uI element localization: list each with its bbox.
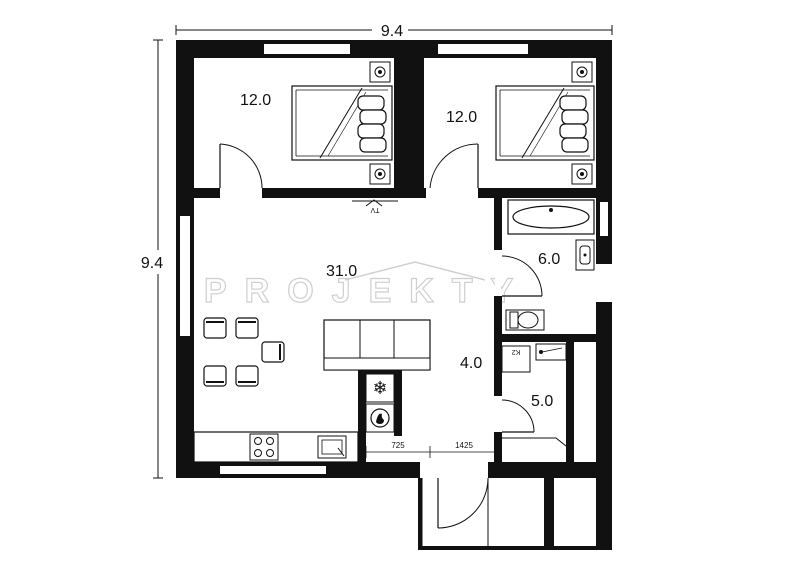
exterior-walls xyxy=(176,40,612,478)
boiler-label: K2 xyxy=(512,348,521,355)
dimension-left: 9.4 xyxy=(136,39,172,479)
bedroom-right: 12.0 xyxy=(429,61,595,189)
hall-area: 4.0 xyxy=(460,355,482,372)
utility-area: 5.0 xyxy=(531,393,553,410)
kitchen-counter xyxy=(193,431,359,463)
utility-room: K2 5.0 xyxy=(499,343,567,447)
living-area: 31.0 xyxy=(326,263,357,280)
svg-text:❄: ❄ xyxy=(372,378,387,399)
width-label: 9.4 xyxy=(381,23,403,40)
bedroom-left-area: 12.0 xyxy=(240,92,271,109)
fridge-icon: ❄ xyxy=(365,373,395,403)
watermark: PROJEKTY xyxy=(203,261,531,311)
tv-icon: TV xyxy=(352,199,398,213)
bedroom-right-area: 12.0 xyxy=(446,109,477,126)
sofa-icon xyxy=(323,319,431,371)
hall: 4.0 725 1425 xyxy=(365,355,502,458)
tv-label: TV xyxy=(370,206,379,213)
oven-icon xyxy=(365,403,395,433)
toilet-icon xyxy=(505,309,545,331)
bathroom: 6.0 xyxy=(495,199,595,331)
bathroom-area: 6.0 xyxy=(538,251,560,268)
height-label: 9.4 xyxy=(141,255,163,272)
living-room: 31.0 xyxy=(193,263,431,463)
watermark-text: PROJEKTY xyxy=(204,272,531,310)
bedroom-left: 12.0 xyxy=(219,61,393,189)
dimension-top: 9.4 xyxy=(175,20,613,40)
entry-vestibule xyxy=(418,477,612,550)
segment-b-label: 1425 xyxy=(455,441,473,450)
dining-table-icon xyxy=(203,317,285,387)
segment-a-label: 725 xyxy=(391,441,405,450)
